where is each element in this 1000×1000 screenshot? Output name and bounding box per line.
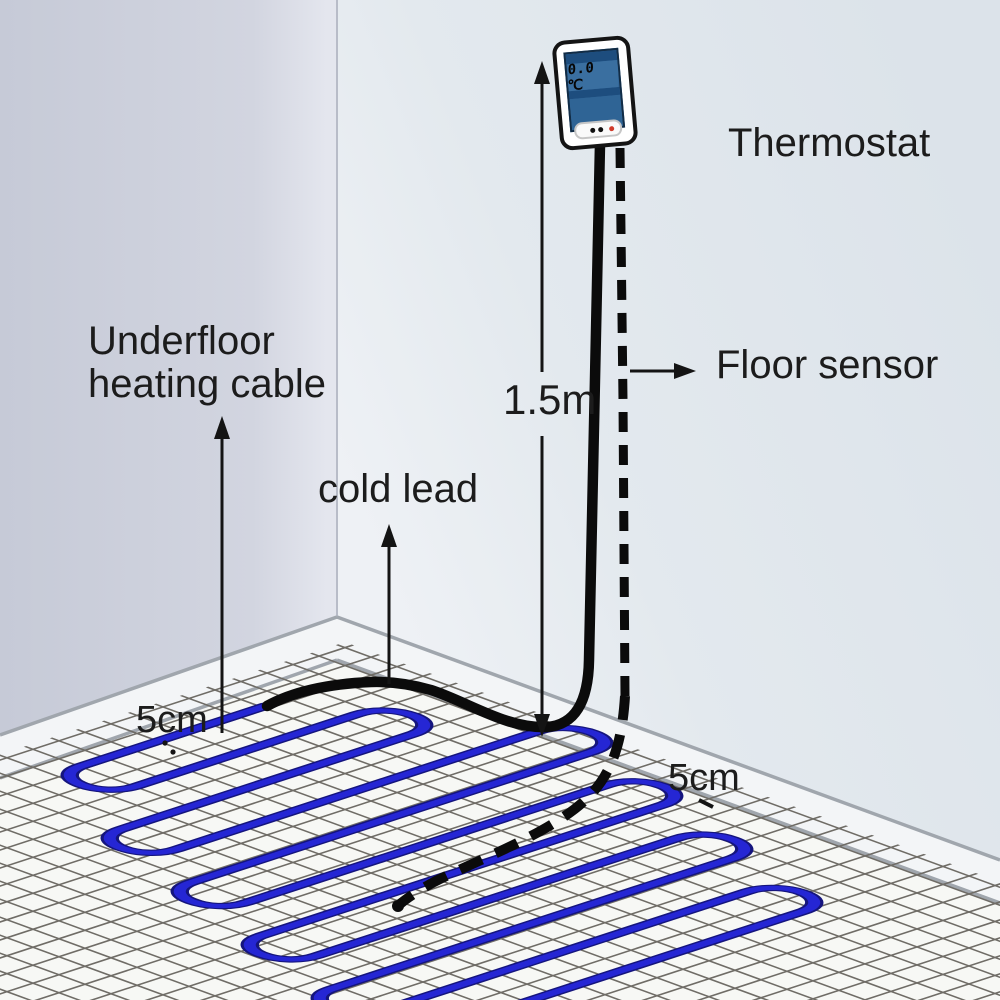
heating-cable-arrow-head xyxy=(214,416,230,439)
floor-sensor-cable-group xyxy=(392,147,630,912)
edge-gap-left-label: 5cm xyxy=(136,699,208,741)
mesh-line xyxy=(0,758,667,1000)
floor-sensor-cable-wall xyxy=(615,147,630,697)
left-wall xyxy=(0,0,337,735)
button-dot-icon xyxy=(589,127,596,133)
mesh-line xyxy=(0,822,661,1000)
floor-sensor-tip xyxy=(392,900,404,912)
height-arrow-head-down xyxy=(534,714,550,737)
mesh-line xyxy=(323,911,1000,1000)
floor-sensor-arrow-head xyxy=(674,363,696,379)
edge-gap-right-label: 5cm xyxy=(668,757,740,799)
floor-plane-group xyxy=(0,644,1000,1000)
thermostat-display: 0.0 ℃ xyxy=(567,59,619,94)
floor-sensor-label: Floor sensor xyxy=(716,343,939,387)
right-wall xyxy=(337,0,1000,860)
mesh-line xyxy=(0,739,615,988)
walls-group xyxy=(0,0,1000,860)
mesh-line xyxy=(219,872,979,1000)
mesh-line xyxy=(349,920,1000,1000)
mesh-line xyxy=(0,654,381,902)
mesh-line xyxy=(37,806,797,1000)
mesh-line xyxy=(245,882,1000,1000)
mesh-line xyxy=(335,644,1000,963)
mesh-line xyxy=(0,813,687,1000)
thermostat-buttons xyxy=(573,118,623,140)
heating-cable xyxy=(64,703,820,1000)
gap-right-tick xyxy=(698,798,714,809)
thermostat-device: 0.0 ℃ xyxy=(551,34,639,152)
mesh-line xyxy=(89,825,849,1000)
skirting-line-left-top xyxy=(0,615,338,737)
heating-cable-label-line1: Underfloor xyxy=(88,319,275,363)
mesh-line xyxy=(0,711,537,959)
annotation-arrows xyxy=(162,61,714,809)
cable-height-label: 1.5m xyxy=(503,376,597,423)
mesh-line xyxy=(0,730,589,978)
mesh-line xyxy=(257,669,1000,989)
mesh-line xyxy=(0,839,609,1000)
heating-cable-label-line2: heating cable xyxy=(88,362,326,407)
gap-left-tick-dot1 xyxy=(162,740,168,746)
mesh-line xyxy=(0,777,719,1000)
cold-lead-arrow-head xyxy=(381,524,397,547)
mesh-line xyxy=(297,901,1000,1000)
skirting-left xyxy=(0,617,337,778)
gap-left-tick-dot2 xyxy=(170,749,176,755)
mesh-line xyxy=(0,830,635,1000)
height-arrow-head-up xyxy=(534,61,550,84)
skirting-right xyxy=(337,617,1000,903)
mesh-line xyxy=(271,891,1000,1000)
skirting-group xyxy=(0,615,1000,905)
cold-lead-label: cold lead xyxy=(318,467,479,511)
mesh-line xyxy=(63,815,823,1000)
power-led-icon xyxy=(608,125,615,131)
mesh-line xyxy=(309,652,1000,972)
thermostat-label: Thermostat xyxy=(728,121,931,165)
mesh-line xyxy=(0,787,745,1000)
mesh-line xyxy=(11,796,771,1000)
cold-lead-cable xyxy=(261,138,606,733)
mesh-line xyxy=(115,834,875,1000)
mesh-line xyxy=(283,661,1000,980)
mesh-line xyxy=(0,749,641,997)
mesh-line xyxy=(0,644,355,892)
button-dot-icon xyxy=(597,126,604,132)
skirting-line-right-top xyxy=(336,615,1000,862)
mesh-line xyxy=(0,673,433,921)
heating-cable-label: Underfloor heating cable xyxy=(88,319,326,407)
mesh-line xyxy=(0,692,485,940)
mesh-line xyxy=(0,768,693,1000)
mesh-line xyxy=(0,805,713,1000)
